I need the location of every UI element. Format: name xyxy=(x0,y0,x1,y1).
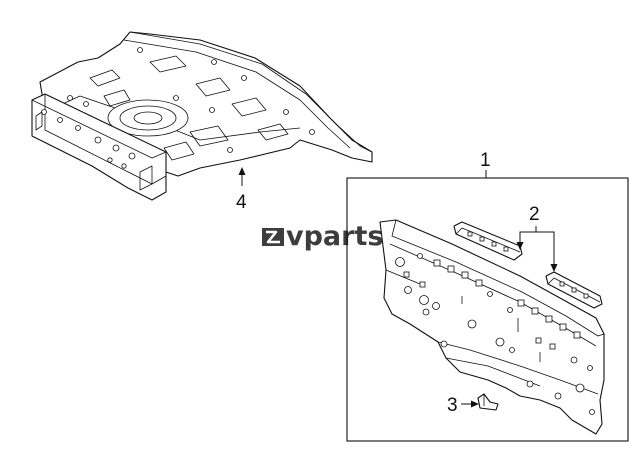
small-bracket-part-3[interactable] xyxy=(477,393,499,411)
rear-panel-part-1[interactable] xyxy=(379,219,605,435)
detail-frame xyxy=(346,177,629,442)
callout-2: 2 xyxy=(516,204,558,272)
rear-floor-panel-part-4[interactable] xyxy=(31,31,373,201)
watermark-logo: vparts xyxy=(262,221,383,252)
callout-4-label: 4 xyxy=(236,192,247,213)
callout-1: 1 xyxy=(480,150,491,178)
callout-3-label: 3 xyxy=(447,395,458,416)
watermark-text: vparts xyxy=(286,221,383,252)
callout-1-label: 1 xyxy=(480,150,491,171)
callout-4: 4 xyxy=(236,167,247,213)
callout-3: 3 xyxy=(447,395,479,416)
reinforcement-bracket-part-2[interactable] xyxy=(453,221,603,309)
callout-2-label: 2 xyxy=(529,204,540,225)
